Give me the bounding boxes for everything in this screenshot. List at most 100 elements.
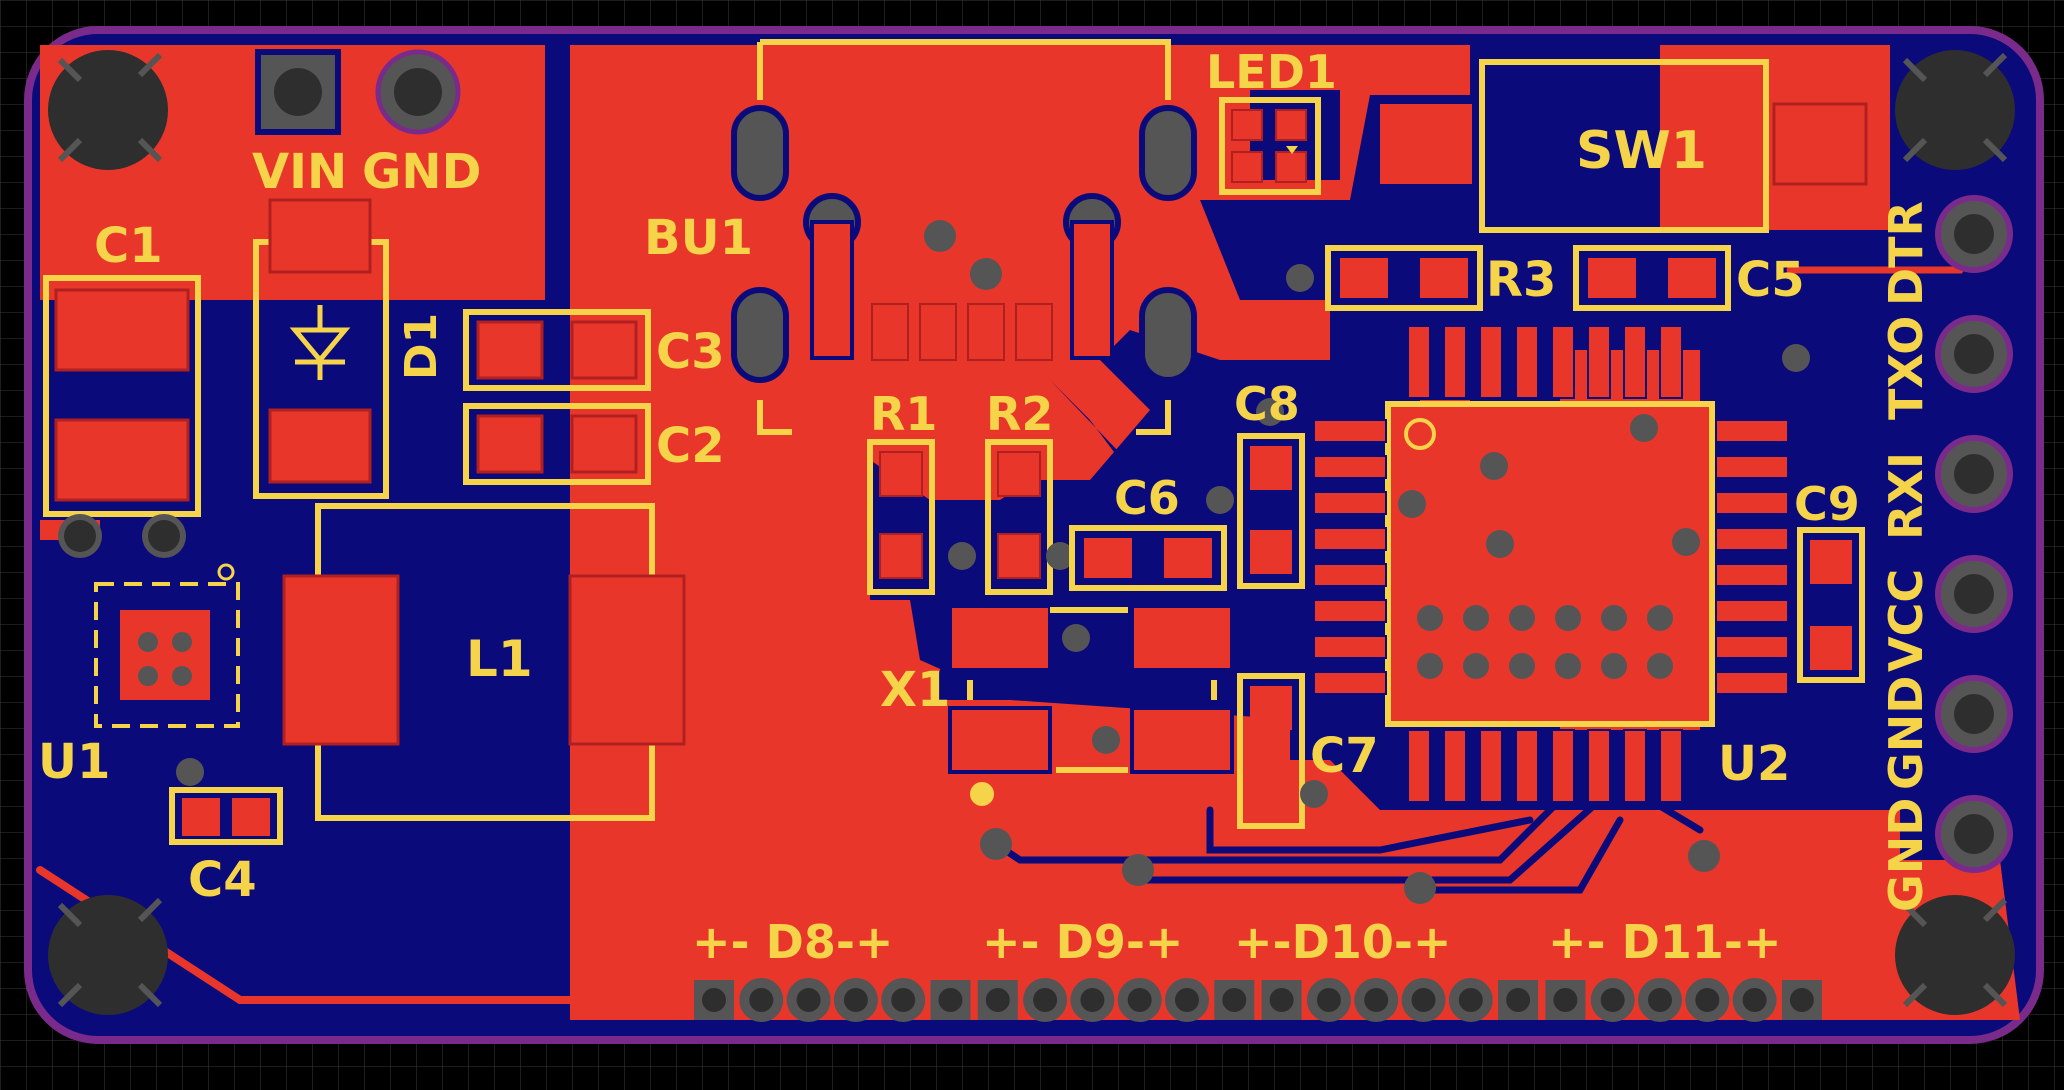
u2-footprint[interactable]: [1313, 325, 1789, 803]
led1-footprint[interactable]: [1219, 97, 1321, 195]
diode-symbol-icon: [289, 305, 351, 380]
bottom-header-hole: [1127, 988, 1152, 1012]
header-pin-label-dtr: DTR: [1879, 201, 1933, 306]
header-pin-label-rxi: RXI: [1879, 452, 1933, 540]
header-pin-label-txo: TXO: [1879, 316, 1933, 420]
c7-label: C7: [1310, 728, 1379, 784]
u2-thermal-via: [1463, 605, 1489, 631]
u2-pin: [1659, 729, 1683, 803]
u2-pin: [1515, 325, 1539, 399]
bottom-header-hole: [1269, 988, 1294, 1012]
u2-pin: [1623, 325, 1647, 399]
header-pin-hole: [1954, 694, 1994, 734]
led1-label: LED1: [1206, 45, 1337, 99]
c4-footprint[interactable]: [169, 758, 283, 845]
mounting-hole-icon: [48, 50, 168, 170]
bottom-header-hole: [1506, 988, 1531, 1012]
bottom-header-hole: [1080, 988, 1105, 1012]
bottom-header-label-d10: +-D10-+: [1234, 915, 1451, 969]
d1-label: D1: [396, 313, 447, 380]
c1-label: C1: [94, 218, 163, 274]
bu1-footprint[interactable]: [731, 39, 1197, 435]
c5-footprint[interactable]: [1573, 245, 1810, 372]
u2-pin: [1715, 491, 1789, 515]
c2-footprint[interactable]: [463, 403, 651, 485]
u2-thermal-via: [1647, 605, 1673, 631]
u2-label: U2: [1718, 736, 1790, 792]
x1-footprint[interactable]: [948, 604, 1234, 806]
bottom-header-hole: [1648, 988, 1672, 1012]
u1-label: U1: [38, 734, 110, 790]
bottom-header-hole: [1742, 988, 1767, 1012]
bottom-header[interactable]: [694, 978, 1822, 1022]
header-pin-hole: [1954, 334, 1994, 374]
x1-label: X1: [880, 662, 950, 718]
u2-pin: [1313, 563, 1387, 587]
bottom-header-hole: [938, 988, 963, 1012]
r1-footprint[interactable]: [867, 439, 935, 595]
bottom-header-hole: [985, 988, 1010, 1012]
mounting-hole-icon: [1895, 895, 2015, 1015]
u2-pin: [1313, 419, 1387, 443]
u2-pin: [1443, 325, 1467, 399]
bottom-header-hole: [796, 988, 821, 1012]
u2-thermal-via: [1509, 653, 1535, 679]
vin-label: VIN: [252, 144, 347, 200]
c2-label: C2: [656, 418, 725, 474]
bottom-header-hole: [843, 988, 868, 1012]
bottom-header-hole: [1175, 988, 1199, 1012]
u2-pin: [1715, 563, 1789, 587]
mounting-hole-icon: [48, 895, 168, 1015]
u2-pin: [1587, 729, 1611, 803]
c6-footprint[interactable]: [1069, 486, 1234, 591]
header-pin-label-vcc: VCC: [1879, 569, 1933, 672]
bottom-header-hole: [1553, 988, 1578, 1012]
pin1-marker-icon: [1404, 418, 1436, 450]
bottom-header-hole: [1316, 988, 1341, 1012]
u2-pin: [1313, 455, 1387, 479]
right-header[interactable]: [1935, 195, 2013, 873]
sw1-footprint[interactable]: [1380, 59, 1868, 233]
r3-footprint[interactable]: [1286, 245, 1483, 311]
bottom-header-hole: [1364, 988, 1389, 1012]
u2-pin: [1479, 325, 1503, 399]
c9-footprint[interactable]: [1797, 527, 1865, 683]
u2-pin: [1623, 729, 1647, 803]
c8-footprint[interactable]: [1237, 398, 1305, 589]
u2-thermal-via: [1555, 605, 1581, 631]
mounting-holes: [48, 50, 2015, 1015]
u2-pin: [1715, 419, 1789, 443]
l1-label: L1: [466, 630, 533, 688]
l1-footprint[interactable]: [282, 503, 686, 821]
d1-footprint[interactable]: [253, 198, 389, 499]
bottom-header-label-d11: +- D11-+: [1548, 915, 1781, 969]
bottom-header-hole: [1695, 988, 1720, 1012]
u2-thermal-via: [1555, 653, 1581, 679]
r2-label: R2: [986, 387, 1053, 441]
sw1-label: SW1: [1576, 121, 1707, 181]
r2-footprint[interactable]: [948, 439, 1074, 595]
header-pin-hole: [1954, 814, 1994, 854]
bottom-header-hole: [1600, 988, 1625, 1012]
u2-pin: [1659, 325, 1683, 399]
bottom-header-label-d9: +- D9-+: [982, 915, 1183, 969]
u2-pin: [1587, 325, 1611, 399]
u2-thermal-via: [1647, 653, 1673, 679]
header-pin-label-gnd-1: GND: [1879, 676, 1933, 790]
c3-label: C3: [656, 324, 725, 380]
u2-pin: [1715, 599, 1789, 623]
c7-footprint[interactable]: [1237, 673, 1328, 829]
u1-footprint[interactable]: [94, 563, 240, 728]
c1-footprint[interactable]: [43, 275, 201, 558]
power-input-pads[interactable]: [255, 49, 461, 135]
bottom-header-hole: [1411, 988, 1436, 1012]
u2-pin: [1551, 325, 1575, 399]
u2-thermal-via: [1601, 605, 1627, 631]
c9-label: C9: [1794, 477, 1860, 531]
u2-pin: [1715, 455, 1789, 479]
c3-footprint[interactable]: [463, 309, 651, 391]
bottom-header-hole: [1033, 988, 1058, 1012]
vias: [980, 828, 1720, 904]
c6-label: C6: [1114, 471, 1180, 525]
